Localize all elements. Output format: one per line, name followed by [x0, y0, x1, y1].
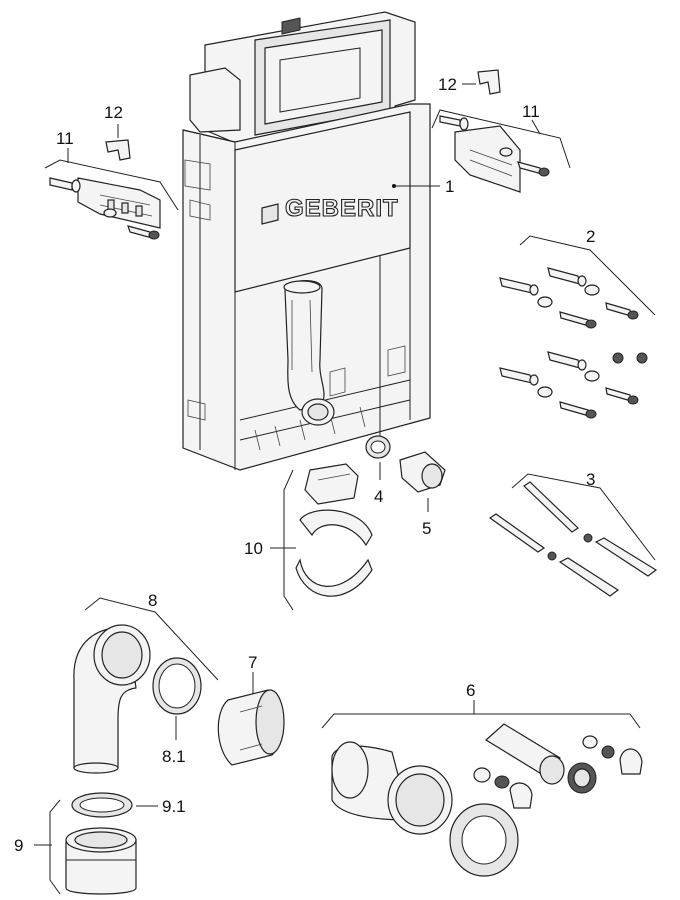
callout-5: 5 — [422, 519, 431, 538]
callout-8-1: 8.1 — [162, 747, 186, 766]
seal-ring — [365, 435, 391, 480]
callout-12-left: 12 — [104, 103, 123, 122]
callout-3: 3 — [586, 470, 595, 489]
clip-right — [462, 69, 501, 95]
pipe-adapter — [34, 792, 158, 895]
callout-7: 7 — [248, 653, 257, 672]
callout-2: 2 — [586, 227, 595, 246]
connection-set — [321, 700, 643, 877]
brand-logo-text: GEBERIT — [285, 195, 399, 222]
callout-11-left: 11 — [56, 129, 74, 148]
callout-9-1: 9.1 — [162, 797, 186, 816]
connector-sleeve — [399, 451, 446, 512]
callout-4: 4 — [374, 487, 383, 506]
wall-bracket-left — [44, 148, 179, 240]
pipe-coupling — [217, 672, 285, 766]
clip-left — [105, 124, 131, 161]
threaded-rods-set — [488, 473, 658, 597]
callout-11-right: 11 — [522, 102, 540, 121]
callout-8: 8 — [148, 591, 157, 610]
callout-10: 10 — [244, 539, 263, 558]
wall-bracket-right — [431, 109, 571, 193]
callout-9: 9 — [14, 836, 23, 855]
pipe-holder — [270, 463, 373, 611]
fixing-set-anchors-screws — [499, 235, 656, 419]
installation-frame — [182, 11, 440, 471]
callout-6: 6 — [466, 681, 475, 700]
bend-seal-ring — [152, 657, 202, 740]
flush-bend — [73, 597, 219, 774]
callout-1: 1 — [445, 177, 454, 196]
callout-12-right: 12 — [438, 75, 457, 94]
